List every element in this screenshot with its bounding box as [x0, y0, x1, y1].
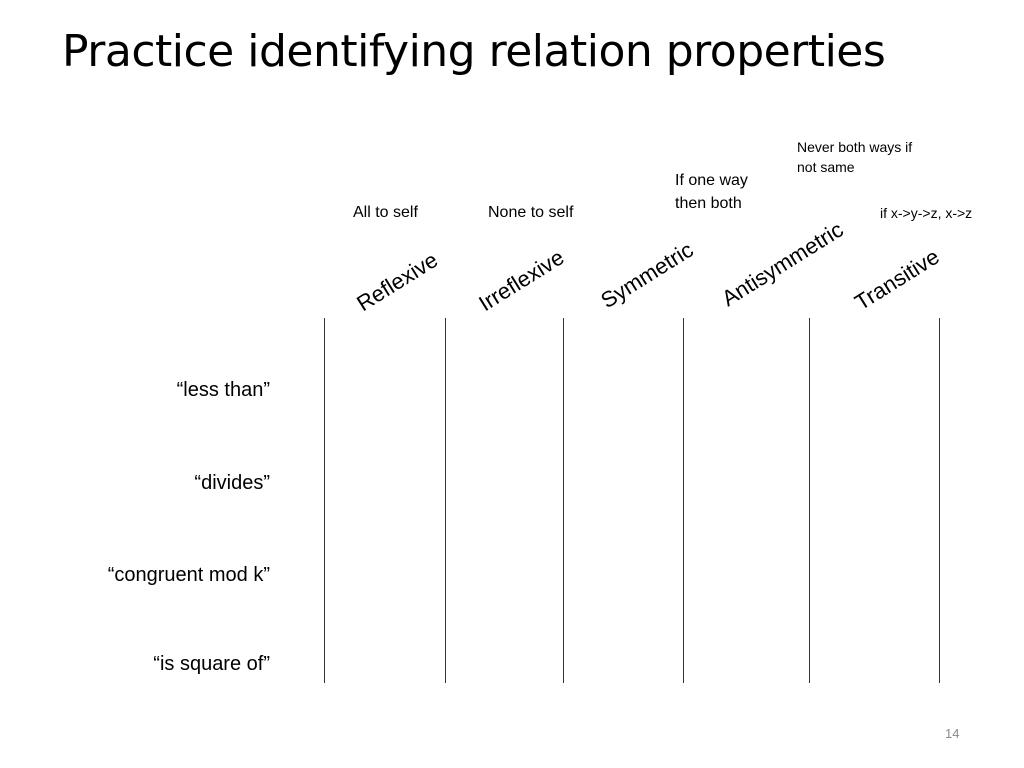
row-label-less-than: “less than” — [176, 379, 270, 401]
column-header-reflexive: Reflexive — [352, 247, 443, 317]
grid-line — [324, 318, 325, 683]
grid-line — [809, 318, 810, 683]
column-header-symmetric: Symmetric — [596, 236, 698, 314]
grid-line — [563, 318, 564, 683]
page-number: 14 — [945, 726, 960, 741]
symmetric-description-line1: If one way — [675, 172, 748, 189]
row-label-congruent-mod-k: “congruent mod k” — [107, 564, 270, 586]
grid-line — [939, 318, 940, 683]
column-header-antisymmetric: Antisymmetric — [717, 216, 848, 312]
slide-title: Practice identifying relation properties — [62, 26, 886, 77]
reflexive-description: All to self — [353, 204, 418, 221]
grid-line — [445, 318, 446, 683]
irreflexive-description: None to self — [488, 204, 574, 221]
row-label-is-square-of: “is square of” — [153, 653, 270, 675]
transitive-description: if x->y->z, x->z — [880, 205, 973, 221]
row-label-divides: “divides” — [194, 472, 270, 494]
antisymmetric-description-line2: not same — [797, 159, 855, 175]
column-header-transitive: Transitive — [850, 243, 944, 316]
symmetric-description-line2: then both — [675, 195, 742, 212]
column-header-irreflexive: Irreflexive — [474, 244, 569, 317]
grid-line — [683, 318, 684, 683]
antisymmetric-description-line1: Never both ways if — [797, 139, 913, 155]
